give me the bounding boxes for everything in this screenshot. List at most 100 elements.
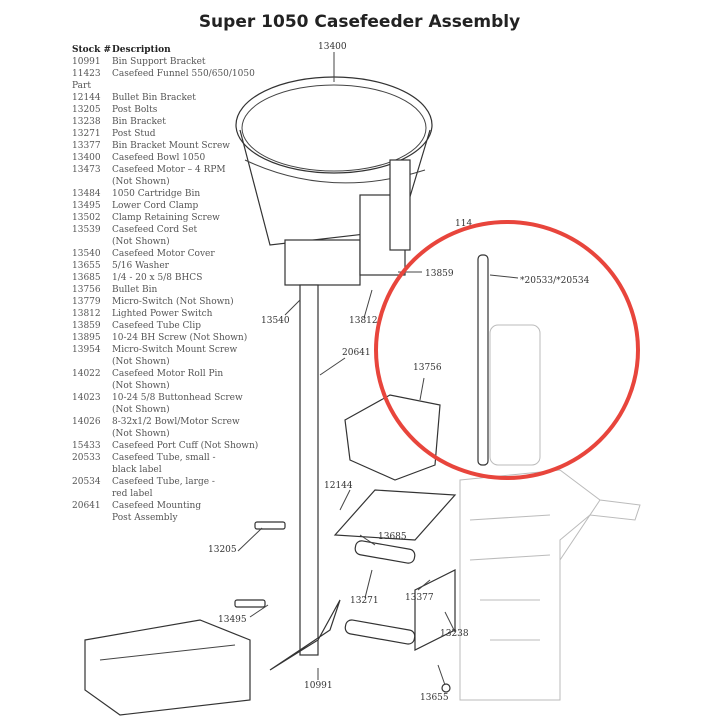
parts-list-row: 14023 10-24 5/8 Buttonhead Screw — [72, 392, 258, 404]
part-description: Casefeed Funnel 550/650/1050 — [112, 69, 255, 79]
stock-number: 13859 — [72, 321, 101, 331]
stock-number: 10991 — [72, 57, 101, 67]
callout-10991: 10991 — [304, 681, 333, 691]
callout-13238: 13238 — [440, 629, 469, 639]
parts-list: Stock # Description 10991 Bin Support Bra… — [72, 44, 258, 524]
washer — [441, 683, 451, 693]
part-description: Casefeed Bowl 1050 — [112, 153, 206, 163]
parts-list-row: (Not Shown) — [72, 428, 258, 440]
stock-number: 20534 — [72, 477, 101, 487]
parts-list-row: 20641 Casefeed Mounting — [72, 500, 258, 512]
stock-number: 13271 — [72, 129, 101, 139]
stock-number: 15433 — [72, 441, 101, 451]
parts-list-row: (Not Shown) — [72, 176, 258, 188]
part-description: Casefeed Motor Roll Pin — [112, 369, 224, 379]
casefeed-bowl — [235, 76, 433, 286]
stock-number: 13756 — [72, 285, 101, 295]
part-description: Bin Bracket Mount Screw — [112, 141, 230, 151]
post-bolt — [234, 599, 266, 608]
part-description: Clamp Retaining Screw — [112, 213, 220, 223]
parts-list-row: 13205 Post Bolts — [72, 104, 258, 116]
part-description: Post Bolts — [112, 105, 158, 115]
part-description: 10-24 BH Screw (Not Shown) — [112, 333, 248, 343]
part-description: 10-24 5/8 Buttonhead Screw — [112, 393, 243, 403]
callout-20533-20534: *20533/*20534 — [520, 276, 590, 286]
stock-header: Stock # — [72, 45, 112, 55]
part-description: (Not Shown) — [112, 429, 170, 439]
parts-list-row: (Not Shown) — [72, 356, 258, 368]
part-description: Casefeed Tube, small - — [112, 453, 216, 463]
stock-number: Part — [72, 81, 91, 91]
parts-list-row: black label — [72, 464, 258, 476]
callout-13205: 13205 — [208, 545, 237, 555]
part-description: (Not Shown) — [112, 381, 170, 391]
casefeed-tube — [477, 254, 489, 466]
description-header: Description — [112, 45, 171, 55]
callout-13655: 13655 — [420, 693, 449, 703]
mounting-post — [269, 284, 341, 671]
part-description: Bullet Bin Bracket — [112, 93, 196, 103]
part-description: Casefeed Tube, large - — [112, 477, 215, 487]
part-description: red label — [112, 489, 153, 499]
part-description: (Not Shown) — [112, 237, 170, 247]
part-description: Casefeed Mounting — [112, 501, 202, 511]
callout-20641: 20641 — [342, 348, 371, 358]
part-description: 5/16 Washer — [112, 261, 169, 271]
part-description: black label — [112, 465, 162, 475]
stock-number: 11423 — [72, 69, 101, 79]
part-description: Post Stud — [112, 129, 156, 139]
callout-13859: 13859 — [425, 269, 454, 279]
callout-13495: 13495 — [218, 615, 247, 625]
bullet-bin — [344, 394, 441, 481]
part-description: (Not Shown) — [112, 357, 170, 367]
bin-bracket-side — [414, 569, 456, 651]
callout-13540: 13540 — [261, 316, 290, 326]
parts-list-row: (Not Shown) — [72, 380, 258, 392]
stock-number: 13205 — [72, 105, 101, 115]
stock-number: 13502 — [72, 213, 101, 223]
part-description: 8-32x1/2 Bowl/Motor Screw — [112, 417, 240, 427]
callout-13400: 13400 — [318, 42, 347, 52]
post-stud — [344, 619, 416, 645]
stock-number: 20641 — [72, 501, 101, 511]
part-description: Bullet Bin — [112, 285, 158, 295]
parts-list-row: 13271 Post Stud — [72, 128, 258, 140]
parts-list-row: (Not Shown) — [72, 404, 258, 416]
parts-list-row: 14022 Casefeed Motor Roll Pin — [72, 368, 258, 380]
stock-number: 13484 — [72, 189, 101, 199]
parts-list-row: Part — [72, 80, 258, 92]
part-description: Bin Support Bracket — [112, 57, 206, 67]
press-outline — [459, 324, 641, 701]
callout-13756: 13756 — [413, 363, 442, 373]
stock-number: 13539 — [72, 225, 101, 235]
callout-12144: 12144 — [324, 481, 353, 491]
part-description: Casefeed Cord Set — [112, 225, 198, 235]
part-description: Micro-Switch (Not Shown) — [112, 297, 234, 307]
part-description: 1/4 - 20 x 5/8 BHCS — [112, 273, 203, 283]
parts-list-row: 13859 Casefeed Tube Clip — [72, 320, 258, 332]
part-description: Casefeed Tube Clip — [112, 321, 201, 331]
stock-number: 14023 — [72, 393, 101, 403]
leader-lines — [237, 52, 519, 686]
parts-list-row: 13756 Bullet Bin — [72, 284, 258, 296]
post-bolt — [254, 521, 286, 530]
parts-list-row: 20534 Casefeed Tube, large - — [72, 476, 258, 488]
callout-13812: 13812 — [349, 316, 378, 326]
stock-number: 12144 — [72, 93, 101, 103]
stock-number: 14022 — [72, 369, 101, 379]
part-description: Bin Bracket — [112, 117, 166, 127]
highlight-circle — [374, 220, 640, 480]
stock-number: 13540 — [72, 249, 101, 259]
part-description: Post Assembly — [112, 513, 178, 523]
